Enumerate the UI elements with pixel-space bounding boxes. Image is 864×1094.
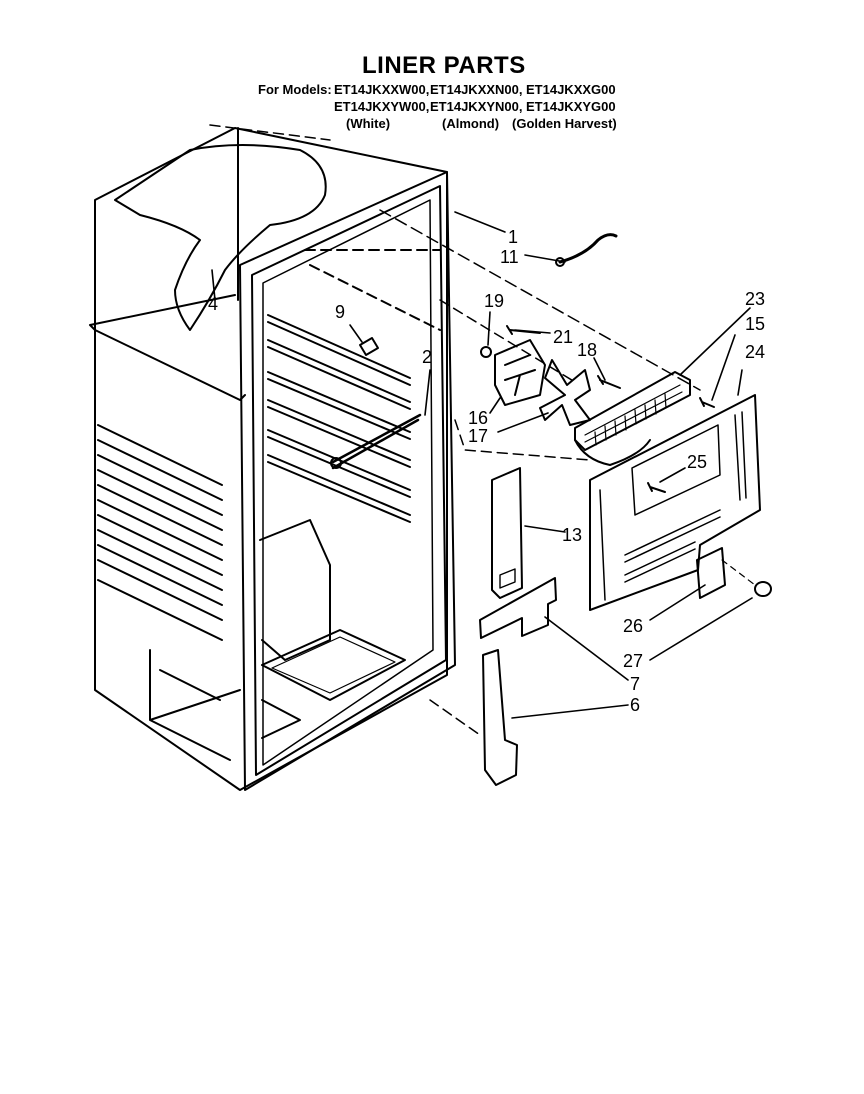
color-golden-harvest: (Golden Harvest) (512, 116, 617, 131)
knob-part (754, 581, 772, 597)
models-label: For Models: (258, 82, 332, 97)
rear-cover-panel (589, 394, 761, 611)
air-duct (491, 467, 523, 599)
air-duct-tab (499, 568, 516, 589)
callout-labels: 1 11 4 9 2 19 21 18 23 15 24 16 17 25 13… (208, 227, 765, 715)
color-white: (White) (346, 116, 391, 131)
callout-25: 25 (687, 452, 707, 472)
callout-2: 2 (422, 347, 432, 367)
callout-13: 13 (562, 525, 582, 545)
panel-recess (631, 424, 721, 516)
model-number: ET14JKXXW00, (334, 82, 430, 97)
shroud-curve (574, 439, 651, 466)
callout-24: 24 (745, 342, 765, 362)
callout-26: 26 (623, 616, 643, 636)
callout-19: 19 (484, 291, 504, 311)
sensor-tip (330, 457, 342, 469)
model-number: ET14JKXYG00 (526, 99, 616, 114)
model-number: ET14JKXYN00, (430, 99, 523, 114)
damper-plate (696, 547, 726, 599)
wire-part (558, 233, 618, 264)
callout-27: 27 (623, 651, 643, 671)
sensor-part (331, 413, 422, 470)
callout-15: 15 (745, 314, 765, 334)
screw-part-25 (647, 482, 666, 493)
model-row-2: ET14JKXYW00,ET14JKXYN00,ET14JKXYG00 (258, 98, 617, 115)
model-number: ET14JKXYW00, (334, 99, 430, 114)
panel-slots (599, 411, 747, 601)
clip-part (359, 337, 379, 356)
screw-part-15 (699, 397, 715, 408)
baffle-part (479, 577, 557, 639)
callout-6: 6 (630, 695, 640, 715)
callout-21: 21 (553, 327, 573, 347)
fan-blade (539, 359, 591, 426)
callout-1: 1 (508, 227, 518, 247)
liner-frame (239, 171, 456, 791)
color-almond: (Almond) (442, 116, 500, 131)
shroud-grid (584, 384, 683, 446)
callout-11: 11 (500, 247, 519, 267)
callout-4: 4 (208, 294, 218, 314)
callout-leaders (211, 211, 753, 719)
color-row: (White) (Almond) (Golden Harvest) (258, 115, 617, 132)
knob-dashed (721, 559, 756, 586)
callout-23: 23 (745, 289, 765, 309)
dashed-leader-top (209, 124, 331, 141)
model-list: For Models:ET14JKXXW00,ET14JKXXN00,ET14J… (258, 81, 617, 132)
model-number: ET14JKXXN00, (430, 82, 523, 97)
fan-motor (494, 339, 546, 406)
callout-7: 7 (630, 674, 640, 694)
callout-16: 16 (468, 408, 488, 428)
page-title: LINER PARTS (362, 52, 526, 79)
callout-18: 18 (577, 340, 597, 360)
cabinet-shell (89, 127, 448, 791)
model-row-1: For Models:ET14JKXXW00,ET14JKXXN00,ET14J… (258, 81, 617, 98)
fan-motor-detail (504, 354, 536, 396)
model-number: ET14JKXXG00 (526, 82, 616, 97)
dashed-leader (429, 299, 591, 736)
lower-duct (482, 649, 518, 786)
nut-part (480, 346, 492, 358)
callout-9: 9 (335, 302, 345, 322)
dashed-leader-main (379, 209, 701, 391)
screw-part-18 (597, 375, 621, 389)
callout-17: 17 (468, 426, 488, 446)
